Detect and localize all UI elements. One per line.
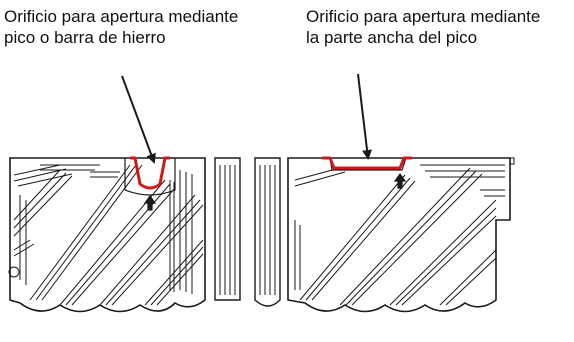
- label-narrow-opening-line1: Orificio para apertura mediante: [4, 7, 239, 26]
- label-narrow-opening: Orificio para apertura mediante pico o b…: [4, 6, 238, 48]
- left-grate-piece: [8, 157, 206, 313]
- middle-grate-piece: [214, 157, 281, 307]
- label-narrow-opening-line2: pico o barra de hierro: [4, 28, 166, 47]
- arrow-to-wide-notch: [357, 73, 373, 160]
- label-wide-opening-line1: Orificio para apertura mediante: [306, 7, 541, 26]
- label-wide-opening: Orificio para apertura mediante la parte…: [306, 6, 540, 48]
- highlight-narrow-notch: [130, 156, 170, 190]
- label-wide-opening-line2: la parte ancha del pico: [306, 28, 478, 47]
- highlight-wide-notch: [322, 156, 412, 170]
- arrow-to-narrow-notch: [121, 75, 156, 164]
- right-grate-piece: [287, 157, 511, 313]
- right-edge-detail: [510, 157, 515, 165]
